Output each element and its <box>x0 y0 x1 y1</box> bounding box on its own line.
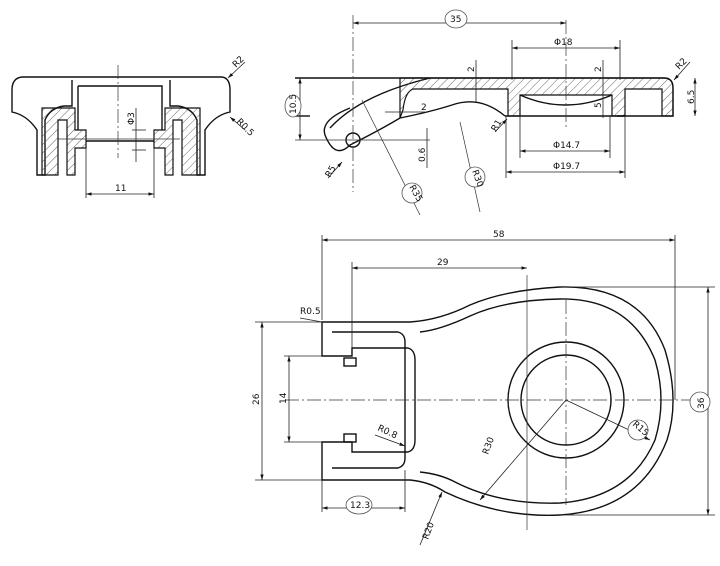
section-view: 35 Φ18 2 2 5 2 10.5 6.5 R2 R1 R5 R35 R30… <box>284 9 697 216</box>
dim-thickness-right: 2 <box>594 66 604 72</box>
dim-slot-depth: 12.3 <box>350 501 370 511</box>
dim-radius-top: R2 <box>231 55 247 71</box>
dim-dia-inner: Φ14.7 <box>553 141 580 151</box>
dim-radius-20: R20 <box>421 521 437 541</box>
dim-inner-slot: 14 <box>279 392 289 404</box>
dim-width: 36 <box>697 397 707 409</box>
dim-radius-end: R5 <box>324 164 339 179</box>
dim-wall: 2 <box>421 103 427 113</box>
dim-half-length: 29 <box>437 258 449 268</box>
dim-depth: 5 <box>594 102 604 108</box>
dim-dia-top: Φ18 <box>554 38 573 48</box>
dim-radius-inner: R0.8 <box>376 424 399 442</box>
dim-height-right: 6.5 <box>687 90 697 104</box>
dim-radius-bottom: R0.5 <box>234 117 256 139</box>
dim-height-total: 10.5 <box>289 94 299 114</box>
dim-height-slot: 26 <box>252 393 262 405</box>
plan-view: 58 29 R0.5 26 14 R0.8 R30 R15 36 12.3 R2… <box>252 230 715 546</box>
side-view: 11 Φ3 R2 R0.5 <box>11 55 256 198</box>
dim-radius-corner: R2 <box>674 57 690 73</box>
dim-thickness-left: 2 <box>467 66 477 72</box>
dim-dia-outer: Φ19.7 <box>553 162 580 172</box>
dim-length-to-center: 35 <box>450 15 461 25</box>
dim-offset: 0.6 <box>418 147 428 162</box>
dim-radius-corner: R0.5 <box>300 307 321 317</box>
dim-hole-dia: Φ3 <box>127 112 137 125</box>
dim-overall-length: 58 <box>493 230 505 240</box>
dim-radius-30: R30 <box>481 436 497 456</box>
dim-radius-inner: R1 <box>490 118 505 133</box>
dim-width: 11 <box>115 184 126 194</box>
